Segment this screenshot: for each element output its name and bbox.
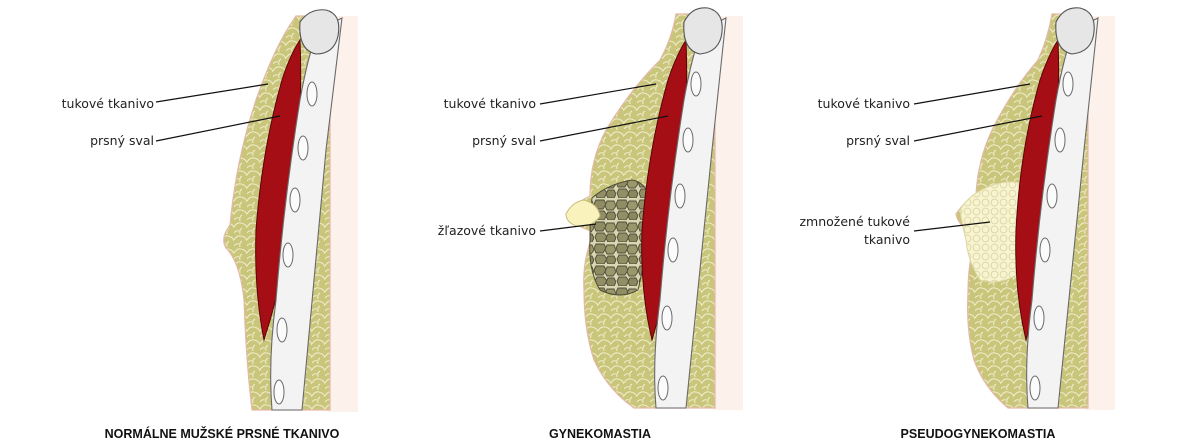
panel-normal [155, 9, 358, 412]
nipple-gland [565, 199, 601, 227]
glandular-tissue [589, 179, 651, 296]
panel-gynecomastia [539, 7, 743, 410]
chest-wall [270, 17, 343, 411]
caption-pseudogynecomastia: PSEUDOGYNEKOMASTIA [900, 427, 1056, 441]
leader-fat [539, 83, 657, 105]
label-excess-fat-line1: zmnožené tukové [799, 214, 911, 229]
caption-gynecomastia: GYNEKOMASTIA [548, 427, 652, 441]
label-fat-tissue: tukové tkanivo [817, 96, 910, 111]
clavicle [1055, 7, 1095, 55]
leader-gland [539, 223, 597, 232]
clavicle [683, 7, 723, 55]
panel-pseudogynecomastia [913, 7, 1115, 410]
ribs [1029, 71, 1074, 401]
label-excess-fat-line2: tkanivo [863, 232, 910, 247]
label-pectoral-muscle: prsný sval [90, 133, 154, 148]
leader-muscle [539, 115, 669, 142]
clavicle [299, 9, 340, 55]
leader-muscle [155, 115, 281, 142]
label-glandular-tissue: žľazové tkanivo [437, 223, 536, 238]
caption-normal: NORMÁLNE MUŽSKÉ PRSNÉ TKANIVO [104, 427, 340, 441]
label-pectoral-muscle: prsný sval [846, 133, 910, 148]
leader-muscle [913, 115, 1043, 142]
label-fat-tissue: tukové tkanivo [61, 96, 154, 111]
leader-fat [155, 83, 269, 103]
leader-extra-fat [913, 221, 991, 232]
leader-fat [913, 83, 1031, 105]
ribs [273, 81, 318, 405]
chest-wall [654, 17, 727, 409]
label-fat-tissue: tukové tkanivo [443, 96, 536, 111]
chest-wall [1026, 17, 1099, 409]
ribs [657, 71, 702, 401]
label-pectoral-muscle: prsný sval [472, 133, 536, 148]
